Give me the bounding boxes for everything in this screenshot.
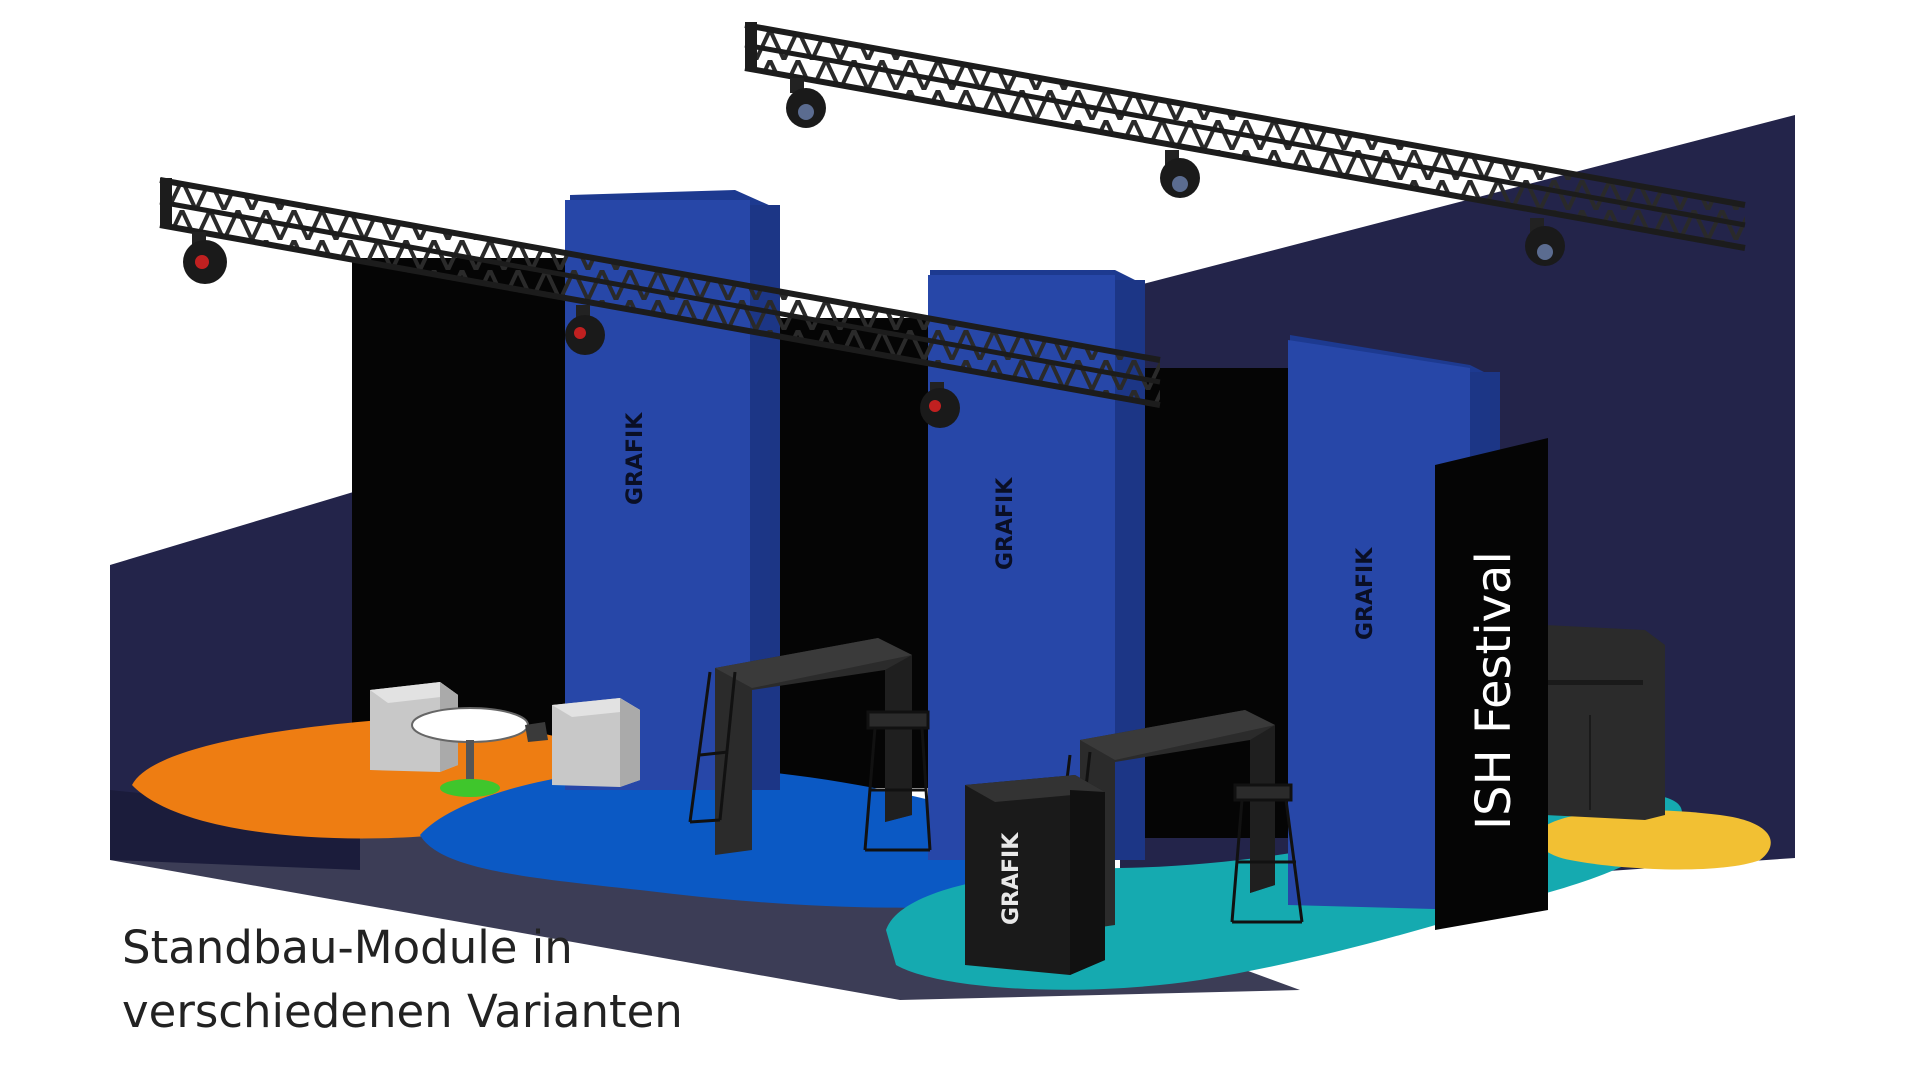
back-cabinet	[1545, 625, 1665, 820]
cube-left	[370, 682, 458, 772]
stool-1	[688, 671, 737, 824]
floor-yellow	[1538, 810, 1771, 870]
ish-banner	[1435, 438, 1548, 930]
truss-upper	[744, 22, 1746, 251]
cube-right	[552, 698, 640, 787]
ish-banner-label: ISH Festival	[1466, 551, 1522, 830]
round-table	[411, 707, 529, 797]
spot-lamp	[525, 722, 548, 742]
spotlight-5	[565, 305, 605, 355]
spotlight-2	[1160, 150, 1200, 198]
stool-2	[863, 710, 932, 852]
grafik-label-counter: GRAFIK	[999, 832, 1024, 925]
spotlight-4	[183, 232, 227, 284]
high-table-1	[715, 638, 912, 855]
caption: Standbau-Module in verschiedenen Variant…	[122, 916, 683, 1044]
grafik-label-1: GRAFIK	[623, 412, 648, 505]
spotlight-3	[1525, 218, 1565, 266]
caption-line-2: verschiedenen Varianten	[122, 985, 683, 1038]
black-panel-1	[352, 258, 570, 768]
truss-lower	[159, 177, 1161, 408]
caption-line-1: Standbau-Module in	[122, 921, 573, 974]
blue-panel-2	[928, 270, 1145, 860]
spotlight-1	[786, 78, 826, 128]
grafik-label-2: GRAFIK	[993, 477, 1018, 570]
front-counter	[965, 775, 1105, 975]
grafik-label-3: GRAFIK	[1353, 547, 1378, 640]
spotlight-6	[920, 382, 960, 428]
stool-3	[1230, 783, 1304, 924]
